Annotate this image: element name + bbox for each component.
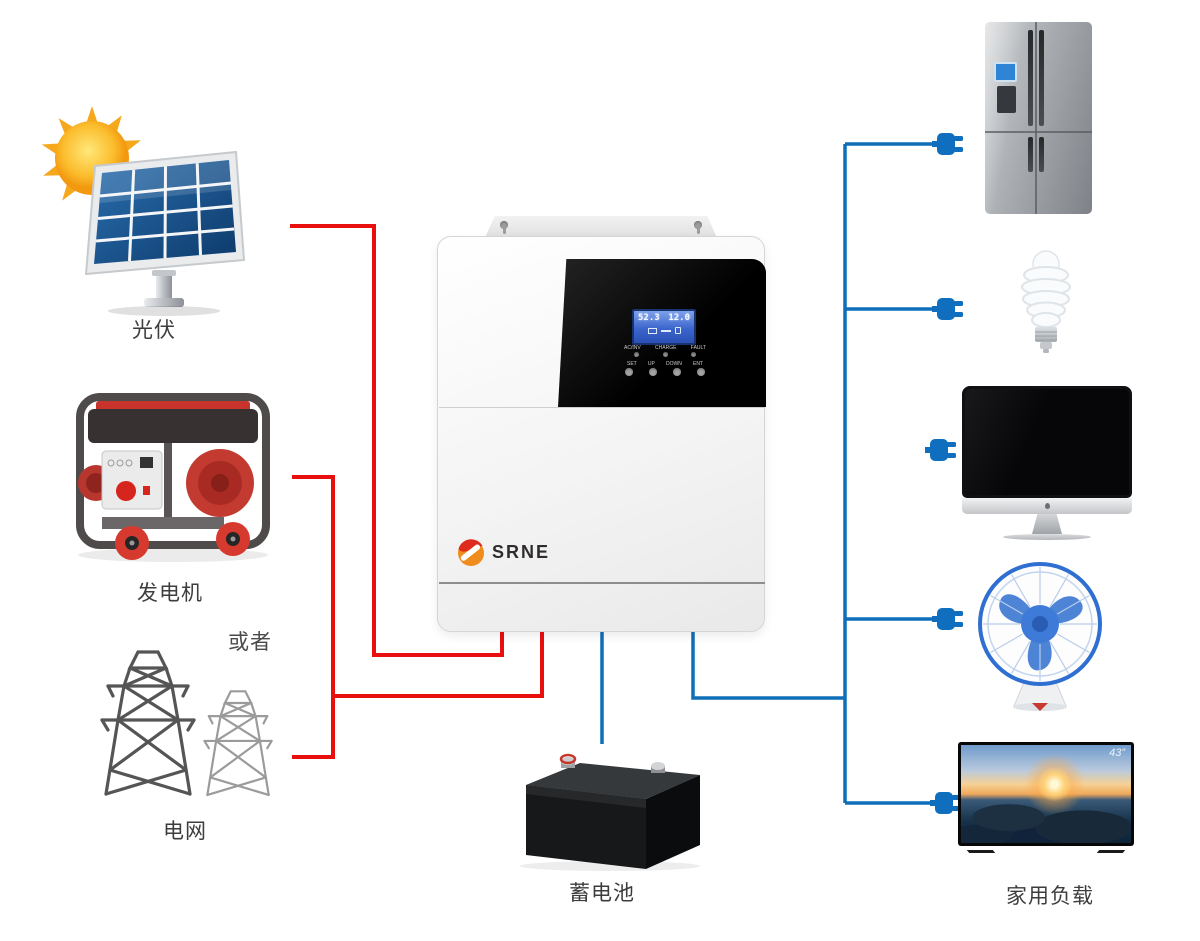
plug-icon-tv xyxy=(930,792,961,814)
water-dispenser xyxy=(997,86,1016,113)
tv-icon: 43” xyxy=(958,742,1134,853)
household-loads-label: 家用负载 xyxy=(1006,885,1094,908)
set-button[interactable] xyxy=(625,368,633,376)
plug-icon-bulb xyxy=(932,298,963,320)
tv-foot xyxy=(1096,850,1126,853)
wire-generator-and-grid xyxy=(292,475,335,759)
outlet-glyph-icon xyxy=(674,327,681,334)
wire-inverter-to-loads xyxy=(691,630,845,700)
monitor-base xyxy=(1003,534,1091,540)
lcd-right-value: 12.0 xyxy=(668,313,690,323)
generator-icon xyxy=(76,393,270,562)
wave-glyph-icon xyxy=(660,329,671,332)
small-tower xyxy=(203,690,273,797)
monitor-stand xyxy=(1032,514,1062,534)
keyhole-icon xyxy=(499,221,509,235)
srne-logo: SRNE xyxy=(456,537,550,567)
desk-fan-icon xyxy=(978,562,1102,711)
plug-icon-refrigerator xyxy=(932,133,963,155)
lcd-left-value: 52.3 xyxy=(638,313,660,323)
cfl-bulb-icon xyxy=(1021,250,1071,353)
led-label-fault: FAULT xyxy=(690,345,706,351)
tv-size-badge: 43” xyxy=(1109,747,1125,759)
grid-label: 电网 xyxy=(163,820,207,843)
status-leds xyxy=(624,352,706,357)
srne-logo-icon xyxy=(458,539,484,566)
panel xyxy=(84,150,246,316)
tv-foot xyxy=(966,850,996,853)
wire-sources-to-inverter xyxy=(333,630,544,698)
ent-button[interactable] xyxy=(697,368,705,376)
panel-buttons xyxy=(624,368,706,376)
button-labels: SET UP DOWN ENT xyxy=(624,361,706,367)
led-fault xyxy=(691,352,696,357)
led-label-acinv: AC/INV xyxy=(624,345,641,351)
generator-label: 发电机 xyxy=(137,582,203,605)
wire-pv-to-inverter xyxy=(290,224,504,657)
large-tower xyxy=(100,650,196,796)
battery-icon xyxy=(520,753,700,871)
panel-seam xyxy=(439,407,765,408)
led-charge xyxy=(662,352,668,357)
down-button[interactable] xyxy=(673,368,681,376)
tv-screen xyxy=(961,745,1131,843)
btn-label-ent: ENT xyxy=(693,361,703,367)
led-acinv xyxy=(634,352,639,357)
apple-logo-icon xyxy=(1044,503,1050,509)
battery-label: 蓄电池 xyxy=(569,882,635,905)
btn-label-up: UP xyxy=(647,361,655,367)
source-wires xyxy=(290,224,544,759)
refrigerator-icon xyxy=(985,22,1092,214)
brand-name: SRNE xyxy=(492,541,551,562)
fridge-screen xyxy=(994,62,1017,82)
power-tower-icon xyxy=(100,650,273,797)
or-label: 或者 xyxy=(228,631,272,654)
plug-icons xyxy=(925,133,963,814)
battery-glyph-icon xyxy=(647,327,657,334)
solar-panel-icon xyxy=(41,106,246,316)
up-button[interactable] xyxy=(649,368,657,376)
computer-icon xyxy=(962,386,1132,540)
pv-label: 光伏 xyxy=(132,319,176,342)
monitor-screen xyxy=(962,386,1132,498)
plug-icon-computer xyxy=(925,439,956,461)
inverter-device: 52.3 12.0 AC/INV CHARGE FAULT xyxy=(437,216,766,636)
lcd-status-icons xyxy=(638,327,690,334)
led-label-charge: CHARGE xyxy=(655,345,677,351)
load-wires xyxy=(600,142,932,805)
monitor-chin xyxy=(962,498,1132,514)
tv-frame: 43” xyxy=(958,742,1134,853)
keyhole-icon xyxy=(693,221,703,235)
panel-seam xyxy=(439,582,765,584)
inverter-body: 52.3 12.0 AC/INV CHARGE FAULT xyxy=(437,236,766,632)
lcd-screen: 52.3 12.0 xyxy=(632,309,696,345)
plug-icon-fan xyxy=(932,608,963,630)
btn-label-set: SET xyxy=(627,361,637,367)
led-labels: AC/INV CHARGE FAULT xyxy=(624,345,706,351)
btn-label-down: DOWN xyxy=(666,361,682,367)
